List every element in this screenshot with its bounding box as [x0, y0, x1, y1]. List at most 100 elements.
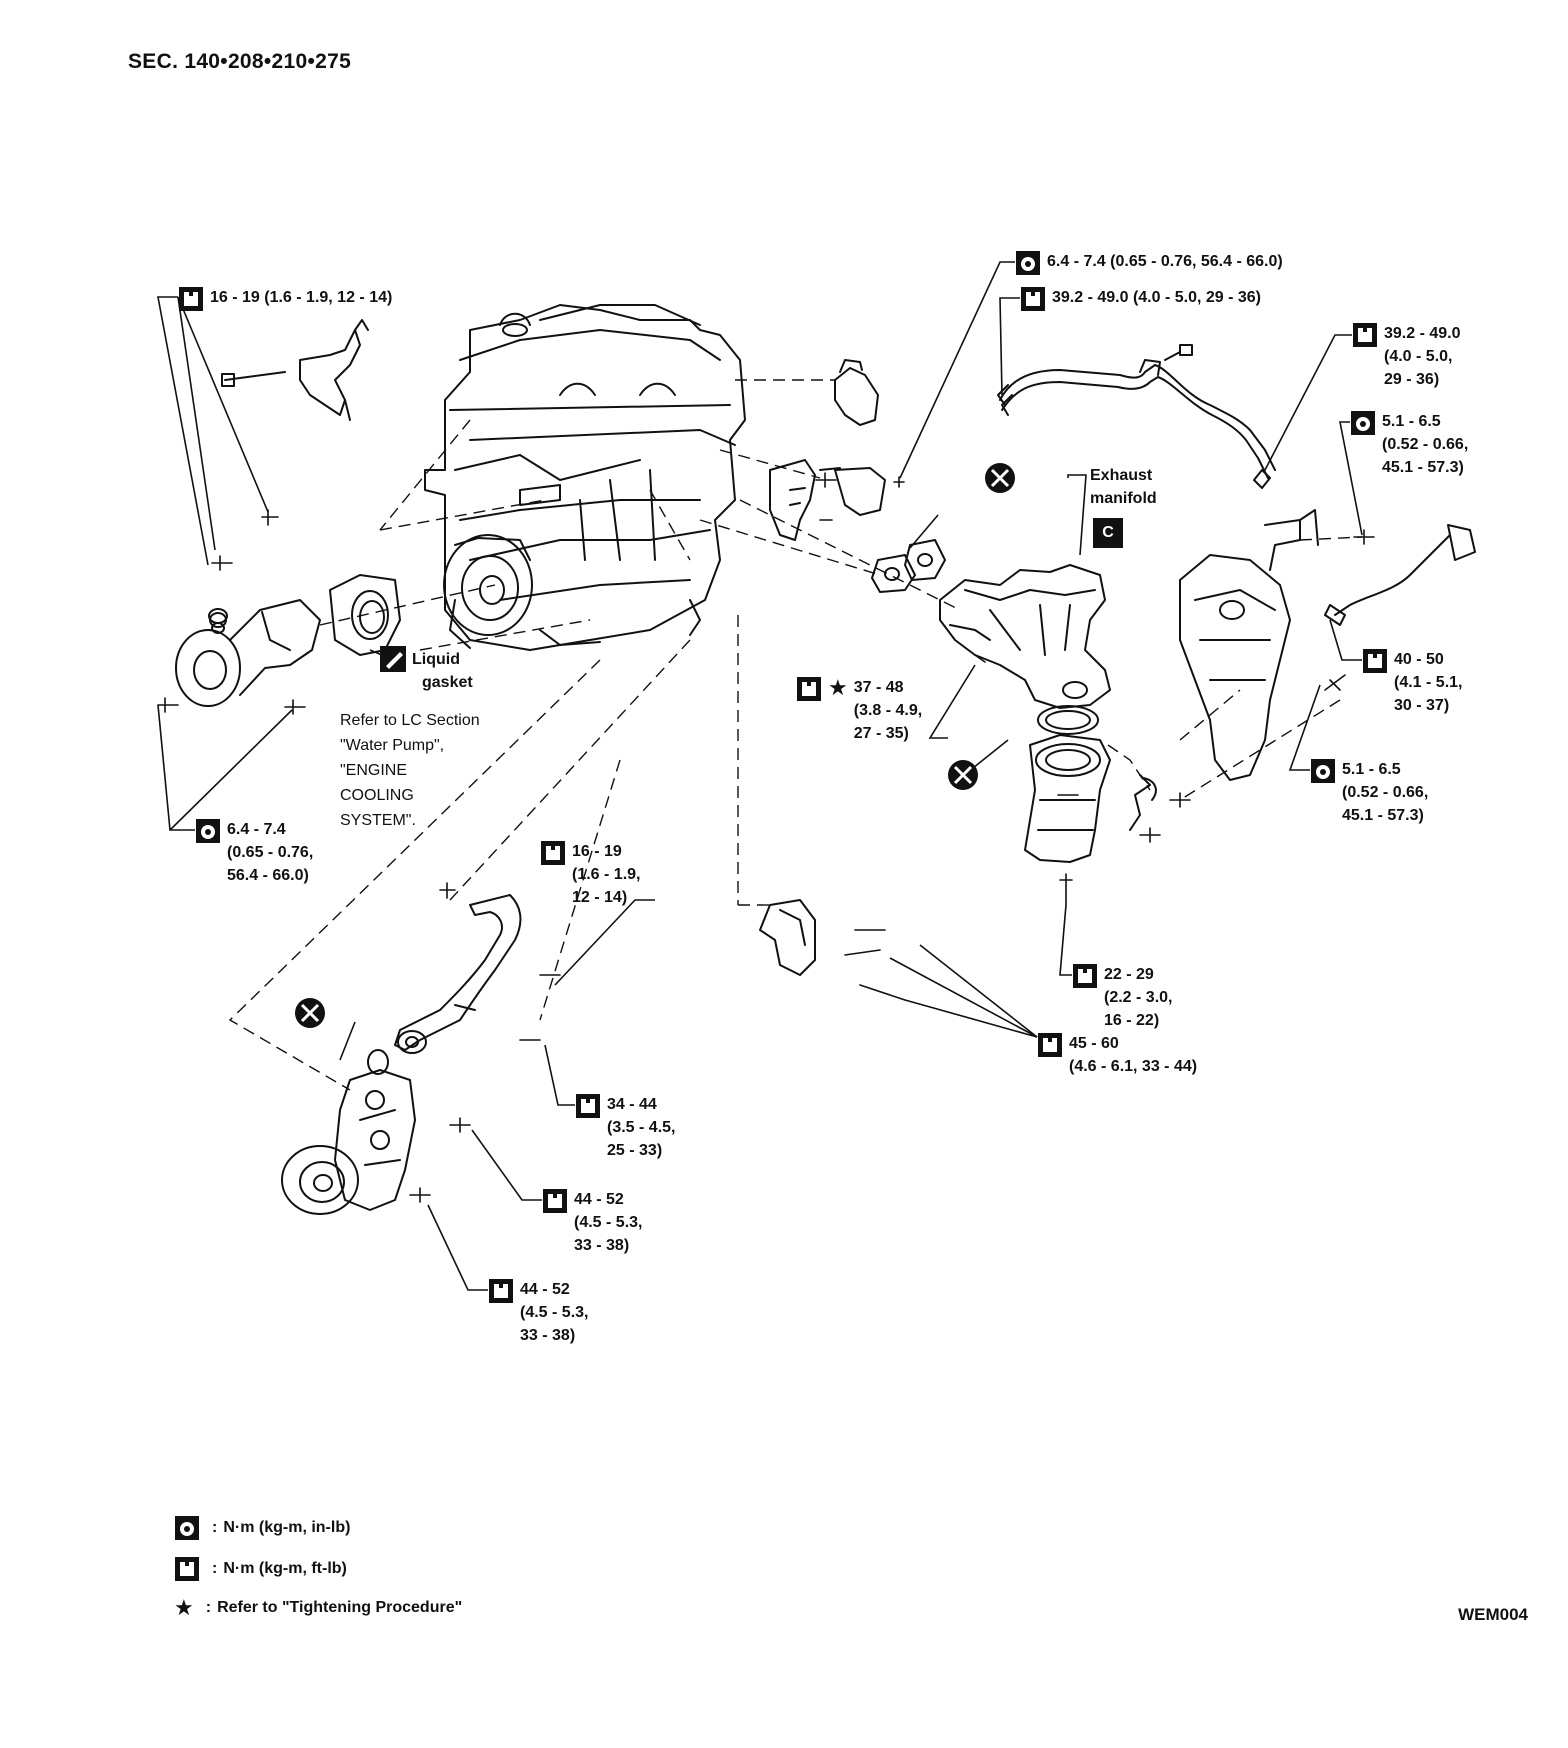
torque-callout-shield-bolt: 5.1 - 6.5 (0.52 - 0.66, 45.1 - 57.3)	[1350, 410, 1468, 479]
torque-callout-bracket-bolt-2: 44 - 52 (4.5 - 5.3, 33 - 38)	[488, 1278, 588, 1347]
wrench-icon	[540, 840, 566, 866]
water-outlet	[834, 359, 879, 426]
torque-callout-mount-bolts: 45 - 60 (4.6 - 6.1, 33 - 44)	[1037, 1032, 1197, 1078]
torque-value: 44 - 52	[574, 1191, 624, 1208]
wrench-inlb-icon	[195, 818, 221, 844]
exhaust-manifold	[939, 564, 1111, 709]
wrench-icon	[575, 1093, 601, 1119]
discard-marks	[295, 463, 1015, 1028]
heat-shield	[1179, 509, 1319, 781]
legend-star: ★ :Refer to "Tightening Procedure"	[174, 1595, 463, 1620]
torque-value: 22 - 29	[1104, 966, 1154, 983]
torque-callout-water-pipe: 16 - 19 (1.6 - 1.9, 12 - 14)	[540, 840, 640, 909]
torque-callout-water-outlet: 6.4 - 7.4 (0.65 - 0.76, 56.4 - 66.0)	[1015, 250, 1283, 276]
torque-kgm: (4.1 - 5.1,	[1394, 674, 1463, 691]
torque-value: 6.4 - 7.4 (0.65 - 0.76, 56.4 - 66.0)	[1047, 253, 1283, 270]
torque-callout-converter-bolt: 22 - 29 (2.2 - 3.0, 16 - 22)	[1072, 963, 1172, 1032]
wrench-icon	[178, 286, 204, 312]
torque-value: 37 - 48	[853, 679, 904, 696]
lc-section-reference: Refer to LC Section "Water Pump", "ENGIN…	[340, 712, 480, 829]
torque-ftlb: 12 - 14)	[572, 889, 628, 906]
torque-ftlb: 25 - 33)	[607, 1142, 663, 1159]
torque-callout-egr-tube: 39.2 - 49.0 (4.0 - 5.0, 29 - 36)	[1020, 286, 1261, 312]
engine-block	[424, 304, 746, 651]
figure-code: WEM004	[1458, 1605, 1528, 1624]
exhaust-manifold-code-badge: C	[1093, 518, 1123, 548]
leader-lines	[157, 261, 1363, 1291]
torque-value: 6.4 - 7.4	[227, 821, 286, 838]
torque-kgm: (0.52 - 0.66,	[1382, 436, 1469, 453]
exhaust-gaskets	[871, 539, 946, 593]
star-icon: ★	[174, 1595, 194, 1620]
torque-kgm: (2.2 - 3.0,	[1104, 989, 1173, 1006]
torque-inlb: 45.1 - 57.3)	[1382, 459, 1464, 476]
torque-ftlb: 33 - 38)	[520, 1327, 576, 1344]
wrench-icon	[488, 1278, 514, 1304]
star-icon: ★	[828, 675, 848, 700]
torque-callout-crank-bolts: 16 - 19 (1.6 - 1.9, 12 - 14)	[178, 286, 392, 312]
assembly-lines	[228, 379, 1363, 1091]
torque-callout-manifold-nuts: ★ 37 - 48(3.8 - 4.9,27 - 35)	[796, 676, 922, 745]
wrench-icon	[1020, 286, 1046, 312]
torque-callout-pipe-bolt: 34 - 44 (3.5 - 4.5, 25 - 33)	[575, 1093, 675, 1162]
torque-value: 16 - 19 (1.6 - 1.9, 12 - 14)	[210, 289, 393, 306]
torque-value: 16 - 19	[572, 843, 622, 860]
o-rings	[208, 608, 389, 1075]
torque-value: 39.2 - 49.0 (4.0 - 5.0, 29 - 36)	[1052, 289, 1262, 306]
engine-mount-bracket	[759, 899, 816, 976]
alternator-bracket	[281, 1069, 416, 1215]
wrench-icon	[542, 1188, 568, 1214]
torque-callout-bracket-bolt-1: 44 - 52 (4.5 - 5.3, 33 - 38)	[542, 1188, 642, 1257]
water-inlet-pipe	[394, 894, 522, 1054]
torque-value: 39.2 - 49.0	[1384, 325, 1461, 342]
wrench-inlb-icon	[1015, 250, 1041, 276]
torque-value: 5.1 - 6.5	[1382, 413, 1441, 430]
torque-kgm: (3.5 - 4.5,	[607, 1119, 676, 1136]
wrench-icon	[174, 1556, 200, 1582]
torque-callout-o2-sensor: 40 - 50 (4.1 - 5.1, 30 - 37)	[1362, 648, 1462, 717]
wrench-icon	[1037, 1032, 1063, 1058]
torque-inlb: 56.4 - 66.0)	[227, 867, 309, 884]
torque-value: 45 - 60	[1069, 1035, 1119, 1052]
water-pump	[175, 599, 321, 707]
wrench-icon	[796, 676, 822, 702]
crank-pulley	[443, 534, 533, 636]
torque-kgm-ftlb: (4.6 - 6.1, 33 - 44)	[1069, 1058, 1198, 1075]
torque-callout-egr-nut: 39.2 - 49.0 (4.0 - 5.0, 29 - 36)	[1352, 322, 1461, 391]
manifold-ring-gasket	[1037, 705, 1099, 735]
torque-value: 5.1 - 6.5	[1342, 761, 1401, 778]
wrench-icon	[1362, 648, 1388, 674]
torque-inlb: 45.1 - 57.3)	[1342, 807, 1424, 824]
torque-ftlb: 27 - 35)	[853, 725, 909, 742]
torque-ftlb: 29 - 36)	[1384, 371, 1440, 388]
legend-ftlb: :N·m (kg-m, ft-lb)	[174, 1556, 347, 1582]
torque-value: 34 - 44	[607, 1096, 657, 1113]
torque-callout-shield-lower: 5.1 - 6.5 (0.52 - 0.66, 45.1 - 57.3)	[1310, 758, 1428, 827]
wrench-inlb-icon	[174, 1515, 200, 1541]
torque-kgm: (4.0 - 5.0,	[1384, 348, 1453, 365]
torque-kgm: (0.65 - 0.76,	[227, 844, 314, 861]
torque-ftlb: 16 - 22)	[1104, 1012, 1160, 1029]
torque-ftlb: 30 - 37)	[1394, 697, 1450, 714]
torque-value: 40 - 50	[1394, 651, 1444, 668]
torque-kgm: (0.52 - 0.66,	[1342, 784, 1429, 801]
torque-kgm: (4.5 - 5.3,	[520, 1304, 589, 1321]
torque-value: 44 - 52	[520, 1281, 570, 1298]
section-title: SEC. 140•208•210•275	[128, 50, 352, 73]
torque-ftlb: 33 - 38)	[574, 1237, 630, 1254]
thermostat-housing	[329, 574, 401, 656]
torque-kgm: (4.5 - 5.3,	[574, 1214, 643, 1231]
bolts	[157, 472, 1375, 1203]
torque-callout-water-pump: 6.4 - 7.4 (0.65 - 0.76, 56.4 - 66.0)	[195, 818, 313, 887]
water-neck	[769, 459, 886, 541]
catalytic-converter	[1024, 734, 1157, 863]
oxygen-sensor	[1324, 524, 1476, 626]
wrench-icon	[1072, 963, 1098, 989]
egr-tube	[997, 344, 1276, 489]
legend-inlb: :N·m (kg-m, in-lb)	[174, 1515, 350, 1541]
liquid-gasket-icon	[380, 646, 406, 672]
torque-kgm: (1.6 - 1.9,	[572, 866, 641, 883]
wrench-icon	[1352, 322, 1378, 348]
